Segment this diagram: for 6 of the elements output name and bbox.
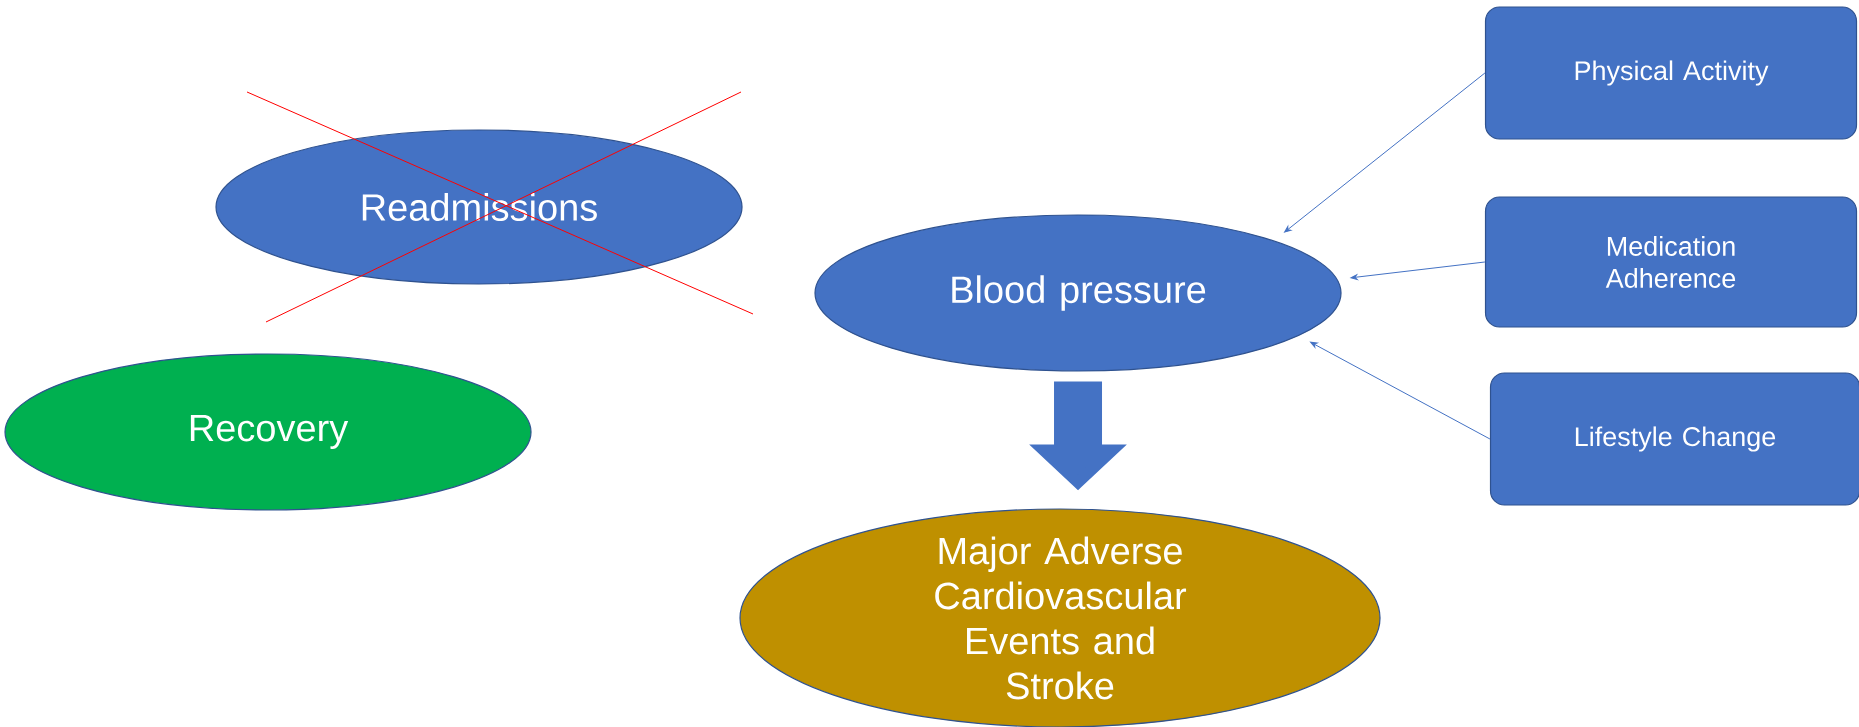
rounded-box: Lifestyle Change: [1489, 372, 1859, 506]
arrow: [1350, 261, 1486, 280]
arrow: [1284, 72, 1486, 233]
rounded-box: Physical Activity: [1484, 6, 1858, 140]
rounded-box: Medication Adherence: [1484, 196, 1858, 328]
arrow: [1310, 341, 1491, 440]
